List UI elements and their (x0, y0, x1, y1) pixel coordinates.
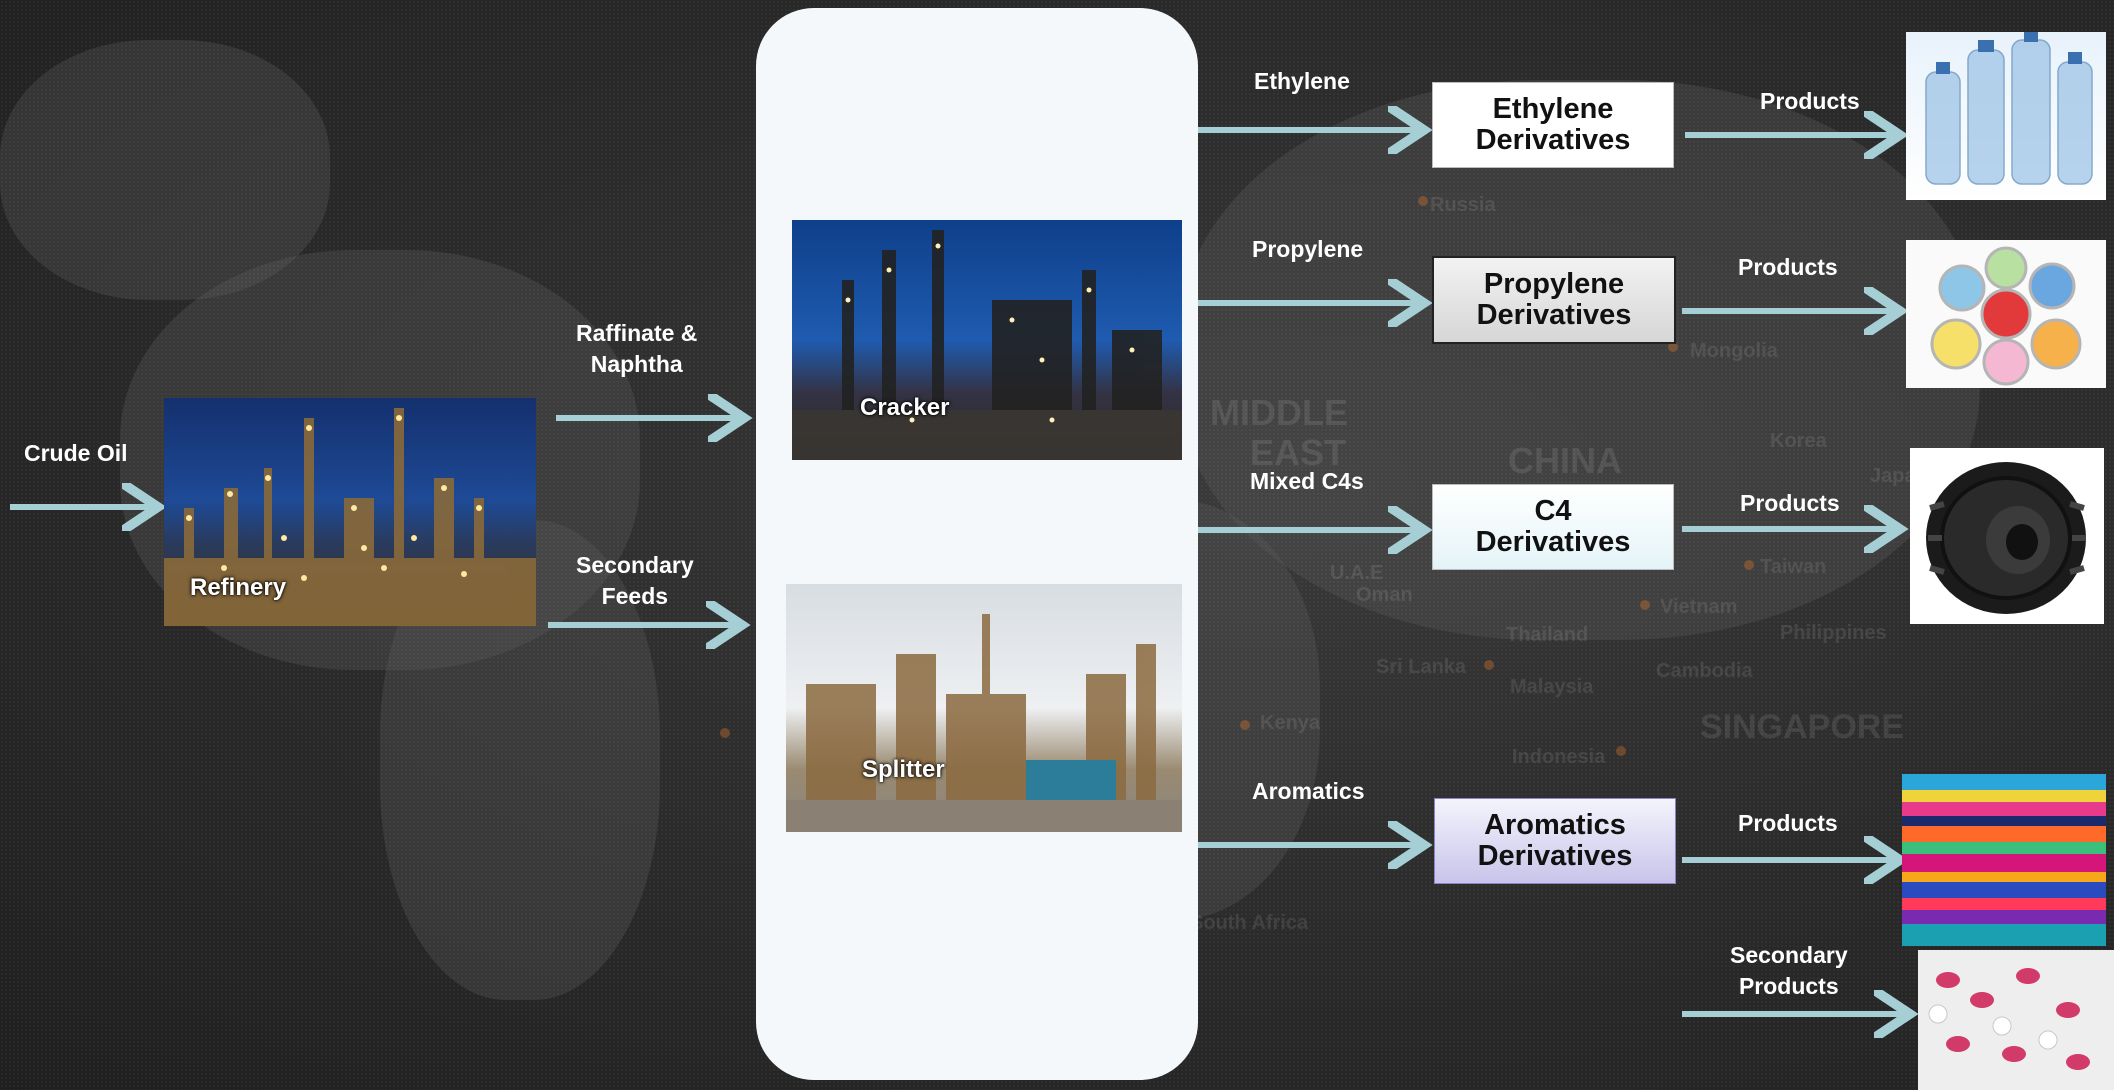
raffinate-naphtha-label: Raffinate & Naphtha (576, 318, 697, 380)
aromatics-derivatives-line2: Derivatives (1477, 840, 1633, 872)
refinery-photo: Refinery (164, 398, 536, 626)
c4-products-label: Products (1740, 490, 1840, 516)
splitter-label: Splitter (862, 756, 945, 783)
c4-derivatives-box: C4 Derivatives (1432, 484, 1674, 570)
secondary-products-label: Secondary Products (1730, 940, 1848, 1002)
ethylene-derivatives-box: Ethylene Derivatives (1432, 82, 1674, 168)
cracker-photo: Cracker (792, 220, 1182, 460)
aromatics-products-label: Products (1738, 810, 1838, 836)
c4-derivatives-line1: C4 (1534, 495, 1572, 527)
bottles-illustration (1925, 32, 2093, 185)
ethylene-products-label: Products (1760, 88, 1860, 114)
refinery-label: Refinery (190, 574, 287, 601)
cracker-illustration (792, 230, 1182, 460)
refinery-illustration (164, 408, 536, 626)
c4-derivatives-line2: Derivatives (1475, 526, 1631, 558)
aromatics-derivatives-line1: Aromatics (1484, 809, 1626, 841)
map-label-china: CHINA (1508, 440, 1622, 481)
map-label-uae: U.A.E (1330, 562, 1384, 584)
map-label-sri-lanka: Sri Lanka (1376, 656, 1467, 678)
map-label-south-africa: South Africa (1190, 912, 1309, 934)
textiles-illustration (1902, 774, 2106, 946)
aromatics-stream-label: Aromatics (1252, 778, 1365, 804)
splitter-photo: Splitter (786, 584, 1182, 832)
secondary-products-line2: Products (1738, 973, 1839, 999)
process-panel (756, 8, 1198, 1080)
map-label-east: EAST (1250, 432, 1347, 473)
map-label-kenya: Kenya (1260, 712, 1321, 734)
ethylene-stream-label: Ethylene (1254, 68, 1350, 94)
splitter-illustration (786, 614, 1182, 832)
tire-image (1910, 448, 2104, 624)
tire-illustration (1910, 448, 2104, 624)
propylene-stream-label: Propylene (1252, 236, 1364, 262)
map-label-singapore: SINGAPORE (1700, 708, 1905, 746)
map-label-philippines: Philippines (1780, 622, 1887, 644)
secondary-feeds-line2: Feeds (601, 583, 669, 609)
propylene-products-label: Products (1738, 254, 1838, 280)
secondary-feeds-line1: Secondary (576, 552, 694, 578)
map-label-cambodia: Cambodia (1656, 660, 1753, 682)
map-label-thailand: Thailand (1506, 624, 1589, 646)
map-label-middle: MIDDLE (1210, 392, 1348, 433)
paint-cans-illustration (1906, 240, 2106, 388)
textiles-image (1902, 774, 2106, 946)
map-label-malaysia: Malaysia (1510, 676, 1594, 698)
propylene-derivatives-box: Propylene Derivatives (1432, 256, 1676, 344)
propylene-derivatives-line2: Derivatives (1476, 299, 1632, 331)
map-label-vietnam: Vietnam (1660, 596, 1738, 618)
mixed-c4s-stream-label: Mixed C4s (1250, 468, 1364, 494)
cracker-label: Cracker (860, 394, 950, 421)
map-label-oman: Oman (1356, 584, 1413, 606)
map-label-russia: Russia (1430, 194, 1496, 216)
pills-image (1918, 950, 2114, 1090)
paint-cans-image (1906, 240, 2106, 388)
plastic-bottles-image (1906, 32, 2106, 200)
secondary-products-line1: Secondary (1730, 942, 1848, 968)
propylene-derivatives-line1: Propylene (1483, 268, 1625, 300)
raffinate-label-line1: Raffinate & (576, 320, 698, 346)
crude-oil-label: Crude Oil (24, 440, 128, 466)
map-label-korea: Korea (1770, 430, 1827, 452)
map-label-indonesia: Indonesia (1512, 746, 1606, 768)
aromatics-derivatives-box: Aromatics Derivatives (1434, 798, 1676, 884)
ethylene-derivatives-line2: Derivatives (1475, 124, 1631, 156)
raffinate-label-line2: Naphtha (590, 351, 683, 377)
map-label-mongolia: Mongolia (1690, 340, 1778, 362)
pills-illustration (1918, 950, 2114, 1090)
secondary-feeds-label: Secondary Feeds (576, 550, 694, 612)
ethylene-derivatives-line1: Ethylene (1492, 93, 1614, 125)
map-label-taiwan: Taiwan (1760, 556, 1827, 578)
